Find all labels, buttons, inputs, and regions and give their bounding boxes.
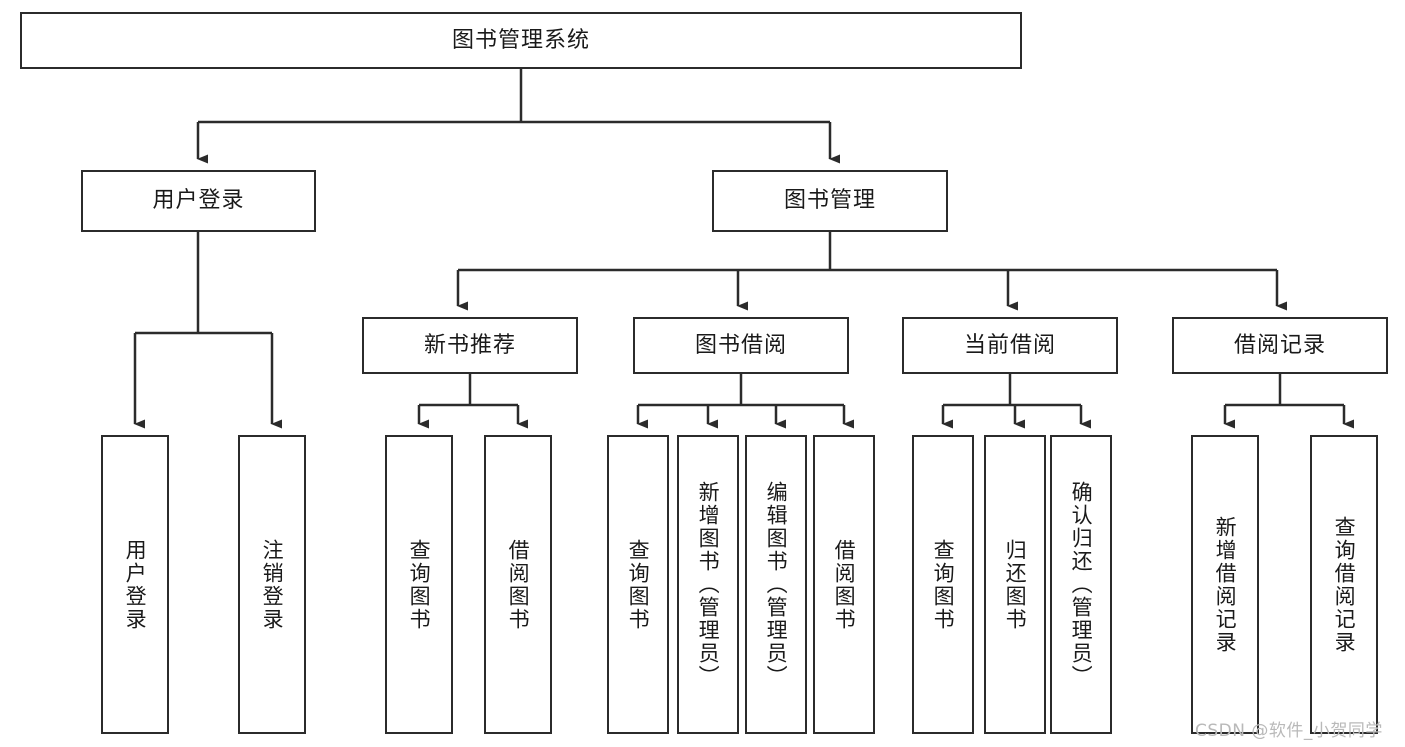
node-label: 新增借阅记录 xyxy=(1213,515,1238,654)
node-leaf-user-logout[interactable]: 注销登录 xyxy=(238,435,306,734)
node-leaf-add-book[interactable]: 新增图书（管理员） xyxy=(677,435,739,734)
node-label: 新书推荐 xyxy=(423,332,516,358)
node-leaf-return-book[interactable]: 归还图书 xyxy=(984,435,1046,734)
node-leaf-query-record[interactable]: 查询借阅记录 xyxy=(1310,435,1378,734)
node-label: 注销登录 xyxy=(260,538,285,631)
node-label: 图书管理系统 xyxy=(451,27,590,53)
node-leaf-add-record[interactable]: 新增借阅记录 xyxy=(1191,435,1259,734)
node-leaf-query-book-3[interactable]: 查询图书 xyxy=(912,435,974,734)
node-label: 查询图书 xyxy=(931,538,956,631)
node-label: 查询图书 xyxy=(626,538,651,631)
node-leaf-borrow-book-1[interactable]: 借阅图书 xyxy=(484,435,552,734)
node-label: 用户登录 xyxy=(152,188,245,214)
node-label: 归还图书 xyxy=(1003,538,1028,631)
watermark-text: CSDN @软件_小贺同学 xyxy=(1195,721,1383,741)
node-label: 确认归还（管理员） xyxy=(1069,481,1094,688)
node-new-book-rec[interactable]: 新书推荐 xyxy=(362,317,578,374)
node-label: 图书管理 xyxy=(783,188,876,214)
node-user-login[interactable]: 用户登录 xyxy=(81,170,316,232)
node-label: 编辑图书（管理员） xyxy=(764,481,789,688)
node-label: 用户登录 xyxy=(123,538,148,631)
node-leaf-query-book-1[interactable]: 查询图书 xyxy=(385,435,453,734)
node-leaf-user-login[interactable]: 用户登录 xyxy=(101,435,169,734)
node-leaf-edit-book[interactable]: 编辑图书（管理员） xyxy=(745,435,807,734)
node-label: 查询借阅记录 xyxy=(1332,515,1357,654)
node-current-borrow[interactable]: 当前借阅 xyxy=(902,317,1118,374)
node-leaf-confirm-return[interactable]: 确认归还（管理员） xyxy=(1050,435,1112,734)
node-label: 借阅图书 xyxy=(832,538,857,631)
node-book-borrow[interactable]: 图书借阅 xyxy=(633,317,849,374)
node-book-manage[interactable]: 图书管理 xyxy=(712,170,948,232)
node-label: 当前借阅 xyxy=(963,332,1056,358)
node-leaf-query-book-2[interactable]: 查询图书 xyxy=(607,435,669,734)
node-label: 新增图书（管理员） xyxy=(696,481,721,688)
node-label: 借阅记录 xyxy=(1233,332,1326,358)
node-root[interactable]: 图书管理系统 xyxy=(20,12,1022,69)
node-label: 查询图书 xyxy=(407,538,432,631)
node-borrow-record[interactable]: 借阅记录 xyxy=(1172,317,1388,374)
node-label: 图书借阅 xyxy=(694,332,787,358)
node-label: 借阅图书 xyxy=(506,538,531,631)
node-leaf-borrow-book-2[interactable]: 借阅图书 xyxy=(813,435,875,734)
